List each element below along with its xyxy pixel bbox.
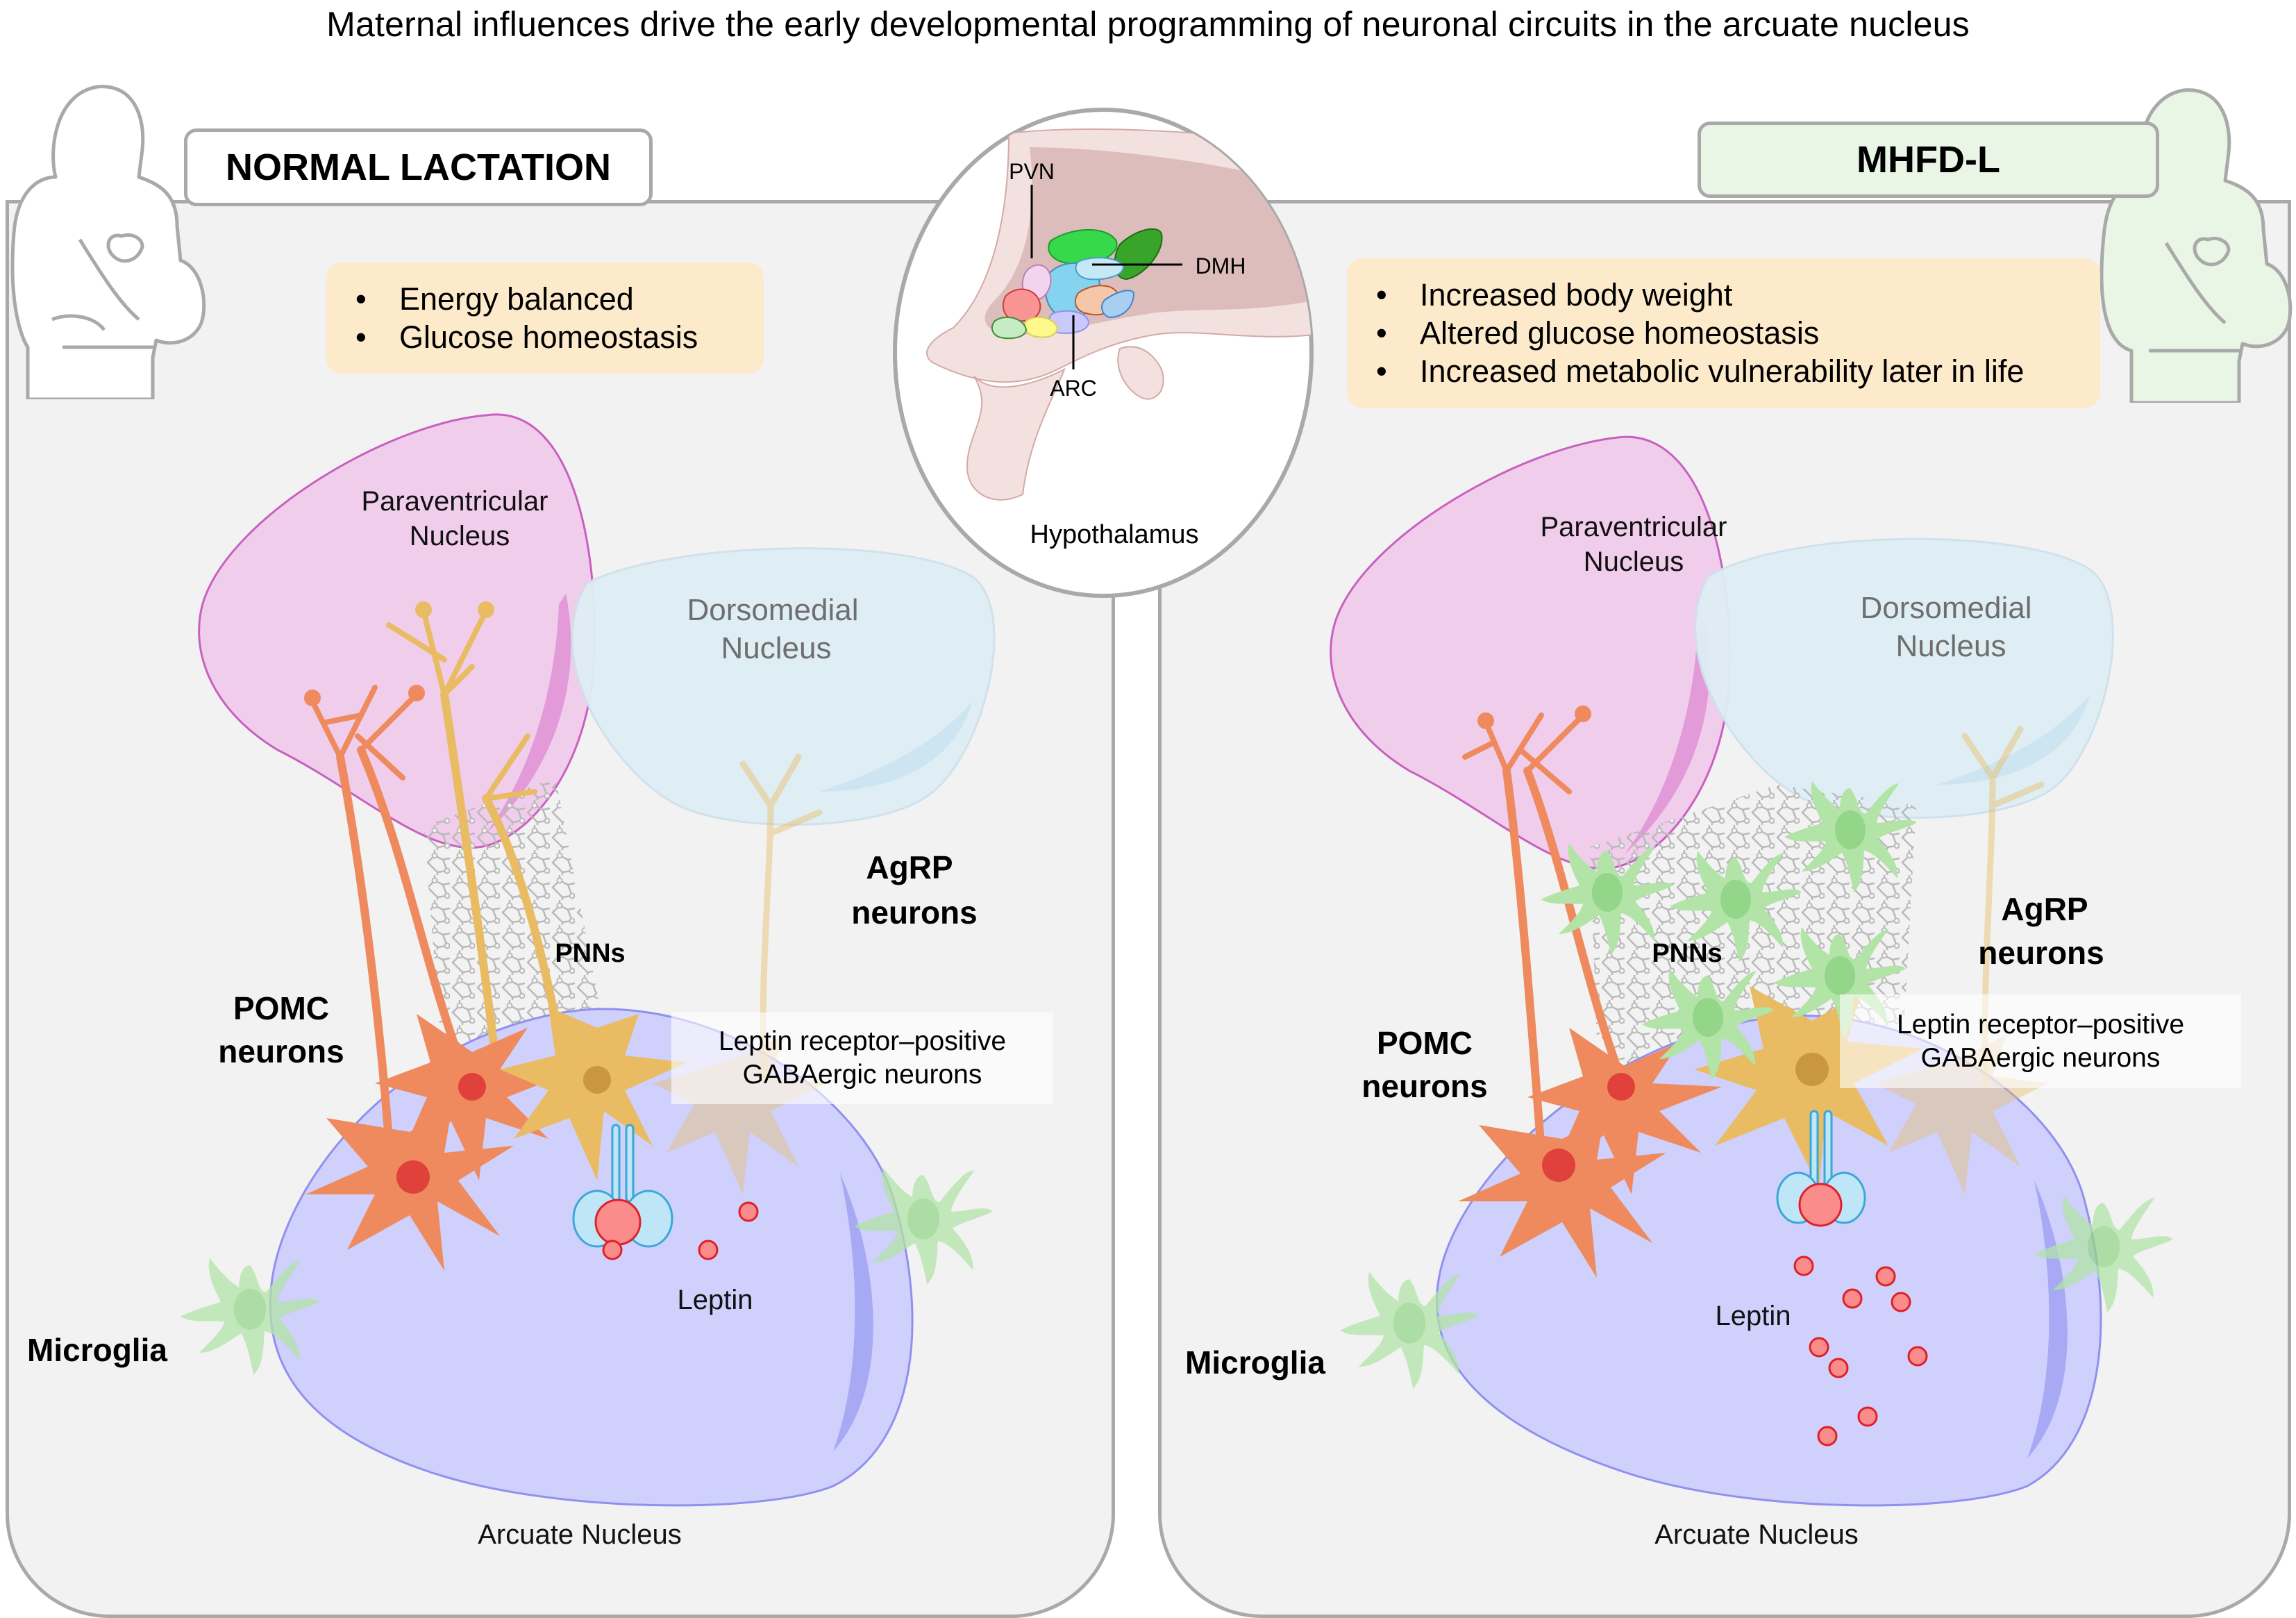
pomc-label-line2: neurons <box>218 1033 344 1069</box>
dmh-callout: DMH <box>1196 253 1246 278</box>
pvn-label-line2: Nucleus <box>410 521 510 551</box>
lepr-label-line2: GABAergic neurons <box>1920 1042 2161 1073</box>
outcome-item: Increased body weight <box>1347 276 2100 314</box>
outcome-list-normal: Energy balanced Glucose homeostasis <box>326 262 764 374</box>
pomc-label-line1: POMC <box>233 990 329 1026</box>
tab-label: NORMAL LACTATION <box>226 147 611 188</box>
lepr-label-line2: GABAergic neurons <box>742 1060 982 1090</box>
dorsomedial-nucleus-shape <box>1694 537 2114 819</box>
mother-breastfeeding-icon-left <box>10 85 206 399</box>
figure-title: Maternal influences drive the early deve… <box>326 5 1970 44</box>
arcuate-label: Arcuate Nucleus <box>1654 1519 1858 1550</box>
leptin-particle <box>1907 1346 1928 1367</box>
lepr-gaba-label-left: Leptin receptor–positive GABAergic neuro… <box>671 1012 1053 1104</box>
dmn-label-line2: Nucleus <box>721 631 832 665</box>
pnns-label: PNNs <box>555 939 625 968</box>
lepr-label-line1: Leptin receptor–positive <box>1896 1009 2185 1040</box>
leptin-particle <box>698 1240 719 1260</box>
agrp-label-line2: neurons <box>851 894 977 931</box>
arcuate-label: Arcuate Nucleus <box>478 1519 681 1550</box>
microglia-label: Microglia <box>1185 1344 1325 1381</box>
dmn-label-line1: Dorsomedial <box>687 593 859 627</box>
outcome-list-mhfd: Increased body weight Altered glucose ho… <box>1347 258 2100 408</box>
pnns-label: PNNs <box>1652 939 1722 968</box>
agrp-neuron <box>500 1007 687 1181</box>
dmn-label-line2: Nucleus <box>1896 629 2006 663</box>
pvn-label-line1: Paraventricular <box>361 486 548 517</box>
leptin-particles <box>602 1201 759 1260</box>
paraventricular-nucleus-shape <box>1330 435 1731 870</box>
pvn-callout: PVN <box>1009 159 1055 184</box>
pvn-label-line2: Nucleus <box>1584 547 1684 577</box>
leptin-particles <box>1793 1256 1928 1446</box>
outcome-item: Altered glucose homeostasis <box>1347 314 2100 352</box>
leptin-particle <box>602 1240 623 1260</box>
hypothalamus-label: Hypothalamus <box>1030 520 1199 549</box>
leptin-label: Leptin <box>678 1285 753 1315</box>
pomc-label-line1: POMC <box>1377 1025 1473 1061</box>
dorsomedial-nucleus-shape <box>571 547 996 826</box>
hypothalamus-inset: PVN DMH ARC Hypothalamus <box>893 108 1314 598</box>
tab-label: MHFD-L <box>1857 139 2000 181</box>
leptin-particle <box>1875 1266 1896 1287</box>
leptin-particle <box>1809 1337 1829 1358</box>
leptin-receptor <box>572 1124 673 1248</box>
left-panel-graphics <box>181 413 996 1507</box>
microglia-label: Microglia <box>27 1332 167 1368</box>
pomc-neuron <box>305 1111 514 1271</box>
arcuate-nucleus-shape <box>1435 1015 2102 1507</box>
condition-tab-mhfd-l: MHFD-L <box>1698 122 2159 198</box>
leptin-particle <box>1891 1292 1911 1312</box>
leptin-particle <box>1817 1426 1838 1446</box>
condition-tab-normal-lactation: NORMAL LACTATION <box>184 128 653 206</box>
agrp-label-line1: AgRP <box>2001 891 2088 927</box>
agrp-label-line1: AgRP <box>866 849 953 885</box>
leptin-particle <box>1793 1256 1814 1276</box>
leptin-particle <box>738 1201 759 1222</box>
leptin-particle <box>1842 1288 1863 1309</box>
leptin-particle <box>1857 1406 1878 1427</box>
pomc-neuron <box>1458 1118 1666 1278</box>
lepr-label-line1: Leptin receptor–positive <box>718 1026 1007 1056</box>
agrp-label-line2: neurons <box>1978 935 2104 971</box>
dmn-label-line1: Dorsomedial <box>1861 591 2032 625</box>
pvn-label-line1: Paraventricular <box>1540 512 1727 542</box>
outcome-item: Energy balanced <box>326 280 764 318</box>
outcome-item: Glucose homeostasis <box>326 318 764 356</box>
arc-callout: ARC <box>1050 376 1097 401</box>
leptin-particle <box>1828 1358 1849 1378</box>
pomc-label-line2: neurons <box>1361 1068 1487 1104</box>
leptin-receptor <box>1776 1110 1866 1227</box>
lepr-gaba-label-right: Leptin receptor–positive GABAergic neuro… <box>1840 994 2241 1088</box>
right-panel-graphics <box>1330 435 2173 1507</box>
leptin-label: Leptin <box>1716 1301 1791 1331</box>
agrp-neuron <box>1694 986 1923 1187</box>
outcome-item: Increased metabolic vulnerability later … <box>1347 352 2100 390</box>
